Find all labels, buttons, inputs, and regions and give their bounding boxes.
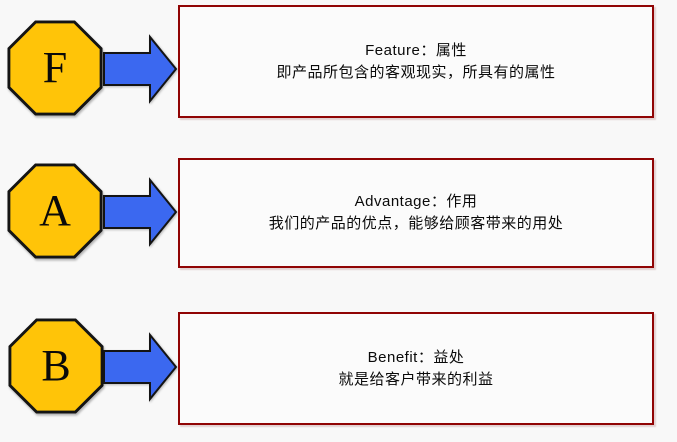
octagon-shape-icon [7,163,103,259]
benefit-heading: Benefit：益处 [367,348,465,366]
advantage-box: Advantage：作用 我们的产品的优点，能够给顾客带来的用处 [178,158,654,268]
advantage-heading: Advantage：作用 [354,193,478,210]
benefit-description: 就是给客户带来的利益 [338,370,494,388]
right-arrow-icon [103,34,178,104]
octagon-shape-icon [8,318,104,414]
octagon-letter-a: A [39,185,71,235]
right-arrow-icon [103,332,178,402]
advantage-description: 我们的产品的优点，能够给顾客带来的用处 [268,215,564,232]
right-arrow-icon [103,177,178,247]
octagon-feature: F [7,20,103,116]
octagon-benefit: B [8,318,104,414]
octagon-shape-icon [7,20,103,116]
feature-description: 即产品所包含的客观现实，所具有的属性 [276,63,556,81]
octagon-letter-b: B [41,340,71,390]
octagon-advantage: A [7,163,103,259]
feature-box: Feature：属性 即产品所包含的客观现实，所具有的属性 [178,5,654,118]
benefit-box: Benefit：益处 就是给客户带来的利益 [178,312,654,425]
octagon-letter-f: F [42,42,68,92]
feature-heading: Feature：属性 [365,41,467,59]
